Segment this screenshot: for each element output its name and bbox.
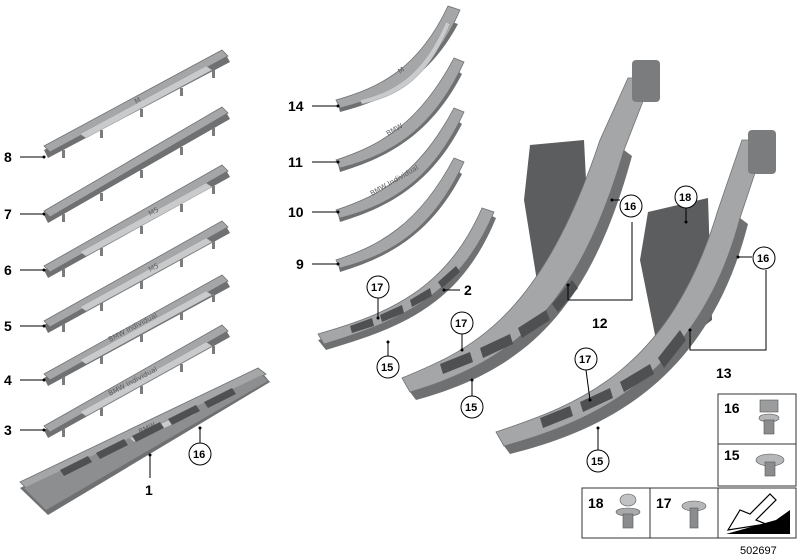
callout-2: 2 xyxy=(464,282,472,298)
sill-strip-6: M5 xyxy=(43,164,230,278)
circled-callout-16-a: 16 xyxy=(188,442,212,466)
expansion-rivet-icon xyxy=(755,453,785,477)
curved-strip-11: BMW xyxy=(335,57,465,172)
callout-7: 7 xyxy=(4,206,12,222)
svg-text:15: 15 xyxy=(591,456,603,468)
circled-callout-15-b: 15 xyxy=(460,395,484,419)
sill-strip-1: BMW xyxy=(19,367,270,515)
inlay-text-8: M xyxy=(133,96,142,106)
circled-callout-17-a: 17 xyxy=(366,275,390,299)
pillar-13 xyxy=(495,130,776,454)
sill-strip-7 xyxy=(43,106,230,223)
curved-strip-14: M xyxy=(335,5,461,112)
circled-callout-15-c: 15 xyxy=(586,449,610,473)
legend-label-18: 18 xyxy=(588,495,604,511)
callout-11: 11 xyxy=(288,154,303,170)
arrow-symbol-icon xyxy=(726,493,790,534)
circled-callout-17-c: 17 xyxy=(574,347,598,371)
legend-label-17: 17 xyxy=(656,495,672,511)
callout-5: 5 xyxy=(4,318,12,334)
legend-label-15: 15 xyxy=(724,447,740,463)
clip-nut-icon xyxy=(758,399,780,435)
circled-callout-17-b: 17 xyxy=(450,311,474,335)
callout-13: 13 xyxy=(716,365,732,381)
callout-1: 1 xyxy=(145,482,153,498)
legend-box-15: 15 xyxy=(717,443,797,487)
callout-9: 9 xyxy=(296,256,304,272)
pillar-12 xyxy=(401,60,660,400)
legend-box-18: 18 xyxy=(581,487,651,539)
svg-text:18: 18 xyxy=(679,192,691,204)
inlay-text-4: BMW Individual xyxy=(107,365,159,397)
diagram-number: 502697 xyxy=(740,545,777,557)
leader-lines xyxy=(20,104,767,478)
sill-strip-4: BMW Individual xyxy=(43,274,230,386)
svg-text:16: 16 xyxy=(624,201,636,213)
inlay-text-7: M5 xyxy=(147,206,160,218)
curved-strip-9 xyxy=(335,157,465,272)
circled-callout-16-c: 16 xyxy=(752,246,776,270)
callout-8: 8 xyxy=(4,149,12,165)
sill-strip-3: BMW Individual xyxy=(43,324,230,438)
legend-label-16: 16 xyxy=(724,400,740,416)
legend-box-16: 16 xyxy=(717,393,797,445)
callout-10: 10 xyxy=(288,204,304,220)
callout-6: 6 xyxy=(4,262,12,278)
circled-callout-16-b: 16 xyxy=(619,194,643,218)
svg-text:15: 15 xyxy=(381,362,393,374)
svg-text:15: 15 xyxy=(465,402,477,414)
svg-text:16: 16 xyxy=(193,449,205,461)
sill-strip-8: M xyxy=(43,49,230,158)
callout-14: 14 xyxy=(288,98,304,114)
callout-3: 3 xyxy=(4,422,12,438)
svg-text:17: 17 xyxy=(371,282,383,294)
screw-icon xyxy=(681,500,707,529)
inlay-text-6: M5 xyxy=(147,262,160,274)
curved-sill-2 xyxy=(317,207,496,350)
legend-box-symbol xyxy=(717,487,797,539)
legend-box-17: 17 xyxy=(649,487,719,539)
svg-text:17: 17 xyxy=(455,318,467,330)
circled-callout-15-a: 15 xyxy=(376,355,400,379)
sill-strip-5: M5 xyxy=(43,220,230,333)
callout-12: 12 xyxy=(592,315,608,331)
circled-callout-18: 18 xyxy=(674,185,698,209)
callout-4: 4 xyxy=(4,372,12,388)
svg-text:16: 16 xyxy=(757,253,769,265)
svg-text:17: 17 xyxy=(579,354,591,366)
push-pin-icon xyxy=(615,493,641,529)
inlay-text-14: M xyxy=(397,66,407,76)
